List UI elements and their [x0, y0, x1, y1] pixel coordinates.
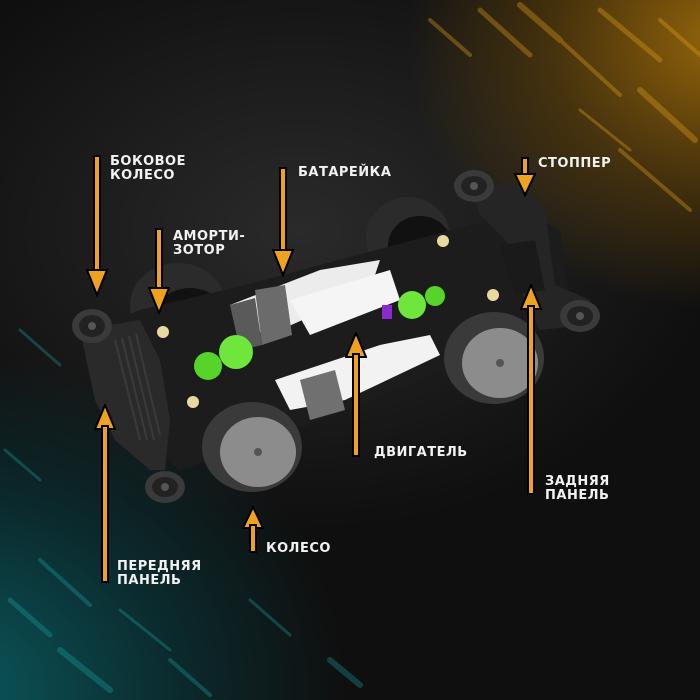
label-rear-panel: ЗАДНЯЯ ПАНЕЛЬ	[545, 474, 610, 503]
arrow-up-motor-icon	[345, 332, 367, 457]
label-side-wheel: БОКОВОЕ КОЛЕСО	[110, 154, 186, 183]
arrow-down-battery-icon	[272, 167, 294, 277]
label-motor: ДВИГАТЕЛЬ	[374, 445, 468, 460]
label-stopper: СТОППЕР	[538, 156, 612, 171]
arrow-up-rear-panel-icon	[520, 284, 542, 495]
side-roller-front-right	[145, 471, 185, 503]
label-front-panel: ПЕРЕДНЯЯ ПАНЕЛЬ	[117, 559, 202, 588]
rear-wheel	[444, 312, 544, 404]
side-roller-front-left	[72, 309, 112, 343]
label-shock-absorber: АМОРТИ- ЗОТОР	[173, 229, 246, 258]
arrow-down-shock-absorber-icon	[148, 228, 170, 314]
arrow-down-side-wheel-icon	[86, 155, 108, 297]
label-battery: БАТАРЕЙКА	[298, 165, 392, 180]
front-wheel	[202, 402, 302, 492]
arrow-down-stopper-icon	[514, 157, 536, 197]
label-wheel: КОЛЕСО	[266, 541, 331, 556]
shock-absorbers	[157, 235, 499, 408]
arrow-up-wheel-icon	[242, 506, 264, 553]
arrow-up-front-panel-icon	[94, 404, 116, 583]
side-roller-rear-right	[560, 300, 600, 332]
side-roller-rear-left	[454, 170, 494, 202]
